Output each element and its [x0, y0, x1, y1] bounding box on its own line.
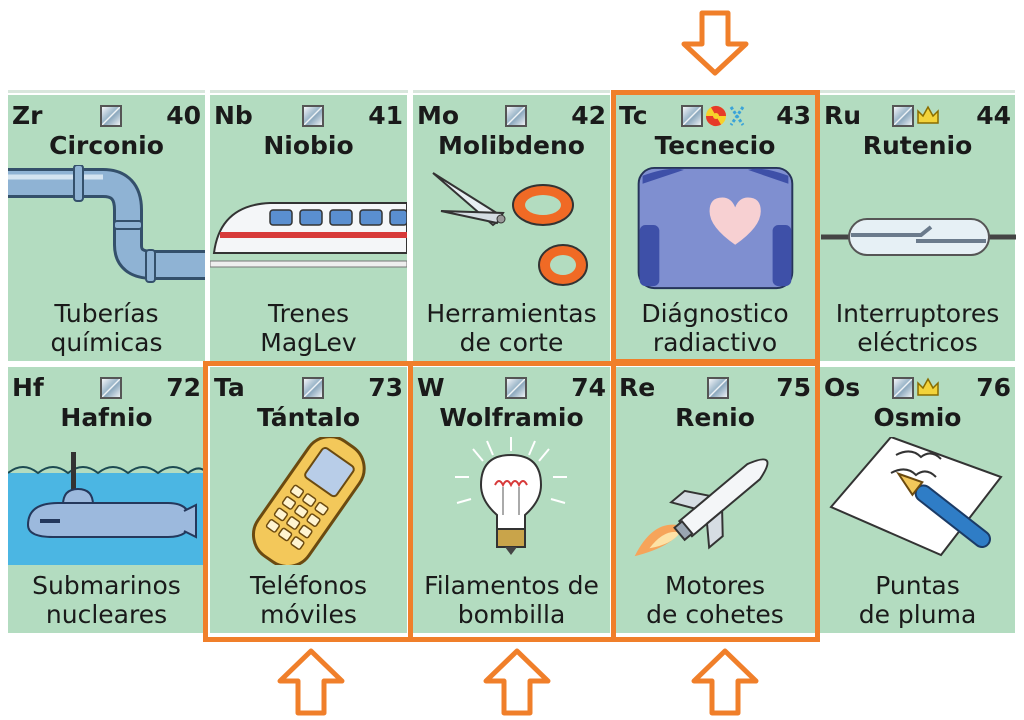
atomic-number: 73	[368, 373, 403, 402]
atomic-number: 40	[166, 101, 201, 130]
solid-icon	[100, 377, 122, 399]
element-name: Tántalo	[256, 403, 361, 432]
separator-line	[413, 90, 610, 93]
solid-icon	[892, 377, 914, 399]
element-symbol: Mo	[417, 101, 460, 130]
solid-icon	[100, 105, 122, 127]
element-name: Circonio	[49, 131, 164, 160]
solid-icon	[302, 105, 324, 127]
highlight-box-ta	[203, 361, 413, 642]
arrow-up-icon	[691, 648, 759, 716]
mobile-phone-icon	[251, 437, 366, 565]
element-name: Tecnecio	[654, 131, 776, 160]
solid-icon	[302, 377, 324, 399]
arrow-up-icon	[277, 648, 345, 716]
atomic-number: 74	[571, 373, 606, 402]
atomic-number: 41	[368, 101, 403, 130]
separator-line	[8, 90, 205, 93]
body-scan-heart-icon	[637, 166, 794, 290]
highlight-box-w	[408, 361, 616, 642]
crown-icon	[917, 377, 939, 396]
solid-icon	[505, 377, 527, 399]
rocket-icon	[634, 458, 769, 557]
element-name: Hafnio	[60, 403, 153, 432]
atomic-number: 75	[776, 373, 811, 402]
crown-icon	[917, 105, 939, 124]
synthetic-icon	[729, 106, 745, 126]
element-name: Molibdeno	[438, 131, 585, 160]
solid-icon	[681, 105, 703, 127]
element-name: Niobio	[263, 131, 354, 160]
solid-icon	[707, 377, 729, 399]
fountain-pen-icon	[829, 437, 1003, 557]
element-symbol: Tc	[619, 101, 648, 130]
atomic-number: 42	[571, 101, 606, 130]
element-symbol: Nb	[214, 101, 253, 130]
radioactive-icon	[705, 105, 727, 127]
element-symbol: Zr	[12, 101, 43, 130]
highlight-box-tc	[611, 90, 820, 364]
atomic-number: 44	[976, 101, 1011, 130]
separator-line	[820, 90, 1015, 93]
solid-icon	[892, 105, 914, 127]
element-name: Osmio	[873, 403, 962, 432]
reed-switch-icon	[821, 218, 1016, 256]
maglev-train-icon	[210, 202, 407, 268]
element-symbol: Ru	[824, 101, 862, 130]
element-symbol: Os	[824, 373, 861, 402]
atomic-number: 72	[166, 373, 201, 402]
pipe-icon	[8, 165, 205, 283]
solid-icon	[505, 105, 527, 127]
scissors-icon	[432, 172, 588, 286]
highlight-box-re	[611, 361, 820, 642]
submarine-icon	[8, 452, 205, 565]
element-name: Wolframio	[439, 403, 584, 432]
arrow-up-icon	[483, 648, 551, 716]
separator-line	[210, 90, 408, 93]
element-name: Renio	[675, 403, 755, 432]
element-name: Rutenio	[862, 131, 973, 160]
light-bulb-icon	[455, 437, 567, 555]
element-symbol: W	[417, 373, 445, 402]
element-symbol: Ta	[214, 373, 245, 402]
atomic-number: 76	[976, 373, 1011, 402]
arrow-down-icon	[681, 10, 749, 76]
element-symbol: Re	[619, 373, 656, 402]
atomic-number: 43	[776, 101, 811, 130]
element-symbol: Hf	[12, 373, 44, 402]
